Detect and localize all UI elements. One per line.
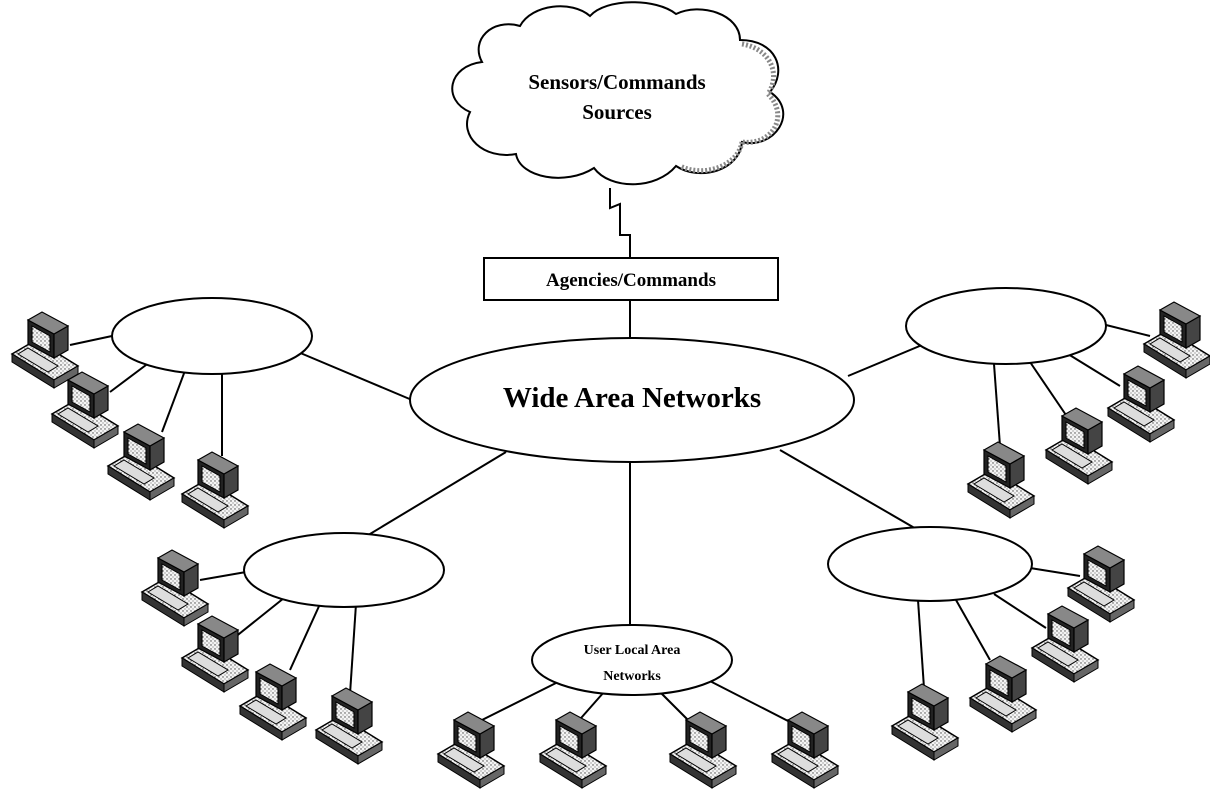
desktop-computer-icon bbox=[969, 655, 1037, 733]
agencies-box: Agencies/Commands bbox=[483, 257, 779, 301]
lan-se-link bbox=[955, 599, 991, 661]
lan-ne-link bbox=[1101, 323, 1151, 337]
lan-ne-link bbox=[993, 363, 1001, 447]
lan-ellipse-center: User Local Area Networks bbox=[531, 624, 733, 696]
wan-lan-link-sw bbox=[359, 451, 507, 541]
lan-sw-link bbox=[349, 603, 357, 695]
lan-sw-link bbox=[233, 597, 285, 639]
lan-s-link bbox=[477, 681, 559, 723]
desktop-computer-icon bbox=[1067, 545, 1135, 623]
desktop-computer-icon bbox=[181, 615, 249, 693]
lan-se-link bbox=[917, 599, 925, 689]
lan-ellipse-ne bbox=[905, 287, 1107, 365]
lan-ellipse-sw bbox=[243, 532, 445, 608]
wan-lan-link-nw bbox=[297, 351, 413, 401]
desktop-computer-icon bbox=[107, 423, 175, 501]
lan-nw-link bbox=[161, 367, 187, 433]
lan-ne-link bbox=[1067, 353, 1121, 387]
wan-ellipse: Wide Area Networks bbox=[409, 337, 855, 463]
lan-s-link bbox=[659, 691, 693, 725]
desktop-computer-icon bbox=[181, 451, 249, 529]
workstations-s bbox=[437, 711, 839, 789]
lan-sw-link bbox=[199, 571, 247, 581]
lan-ne-link bbox=[1029, 361, 1069, 419]
desktop-computer-icon bbox=[669, 711, 737, 789]
desktop-computer-icon bbox=[437, 711, 505, 789]
wan-label: Wide Area Networks bbox=[503, 382, 761, 414]
desktop-computer-icon bbox=[539, 711, 607, 789]
desktop-computer-icon bbox=[967, 441, 1035, 519]
lan-center-label-line2: Networks bbox=[603, 669, 661, 684]
desktop-computer-icon bbox=[1107, 365, 1175, 443]
cloud-label-line2: Sources bbox=[582, 100, 652, 124]
lan-ellipse-nw bbox=[111, 297, 313, 375]
wan-lan-link-se bbox=[779, 449, 919, 531]
lan-s-link bbox=[703, 677, 791, 723]
desktop-computer-icon bbox=[315, 687, 383, 765]
desktop-computer-icon bbox=[141, 549, 209, 627]
lan-se-link bbox=[1029, 567, 1081, 577]
desktop-computer-icon bbox=[11, 311, 79, 389]
cloud-label-line1: Sensors/Commands bbox=[528, 70, 705, 94]
lan-se-link bbox=[993, 593, 1047, 629]
sensors-cloud: Sensors/Commands Sources bbox=[451, 1, 785, 186]
desktop-computer-icon bbox=[1143, 301, 1210, 379]
connection-lines bbox=[69, 188, 1151, 727]
desktop-computer-icon bbox=[239, 663, 307, 741]
lan-center-label-line1: User Local Area bbox=[584, 643, 681, 658]
lan-nw-link bbox=[109, 361, 151, 393]
desktop-computer-icon bbox=[891, 683, 959, 761]
lan-sw-link bbox=[289, 603, 321, 671]
agencies-label: Agencies/Commands bbox=[546, 270, 716, 291]
cloud-link bbox=[609, 188, 631, 258]
desktop-computer-icon bbox=[1045, 407, 1113, 485]
desktop-computer-icon bbox=[771, 711, 839, 789]
desktop-computer-icon bbox=[1031, 605, 1099, 683]
lan-nw-link bbox=[69, 335, 113, 346]
lan-ellipse-se bbox=[827, 526, 1033, 602]
